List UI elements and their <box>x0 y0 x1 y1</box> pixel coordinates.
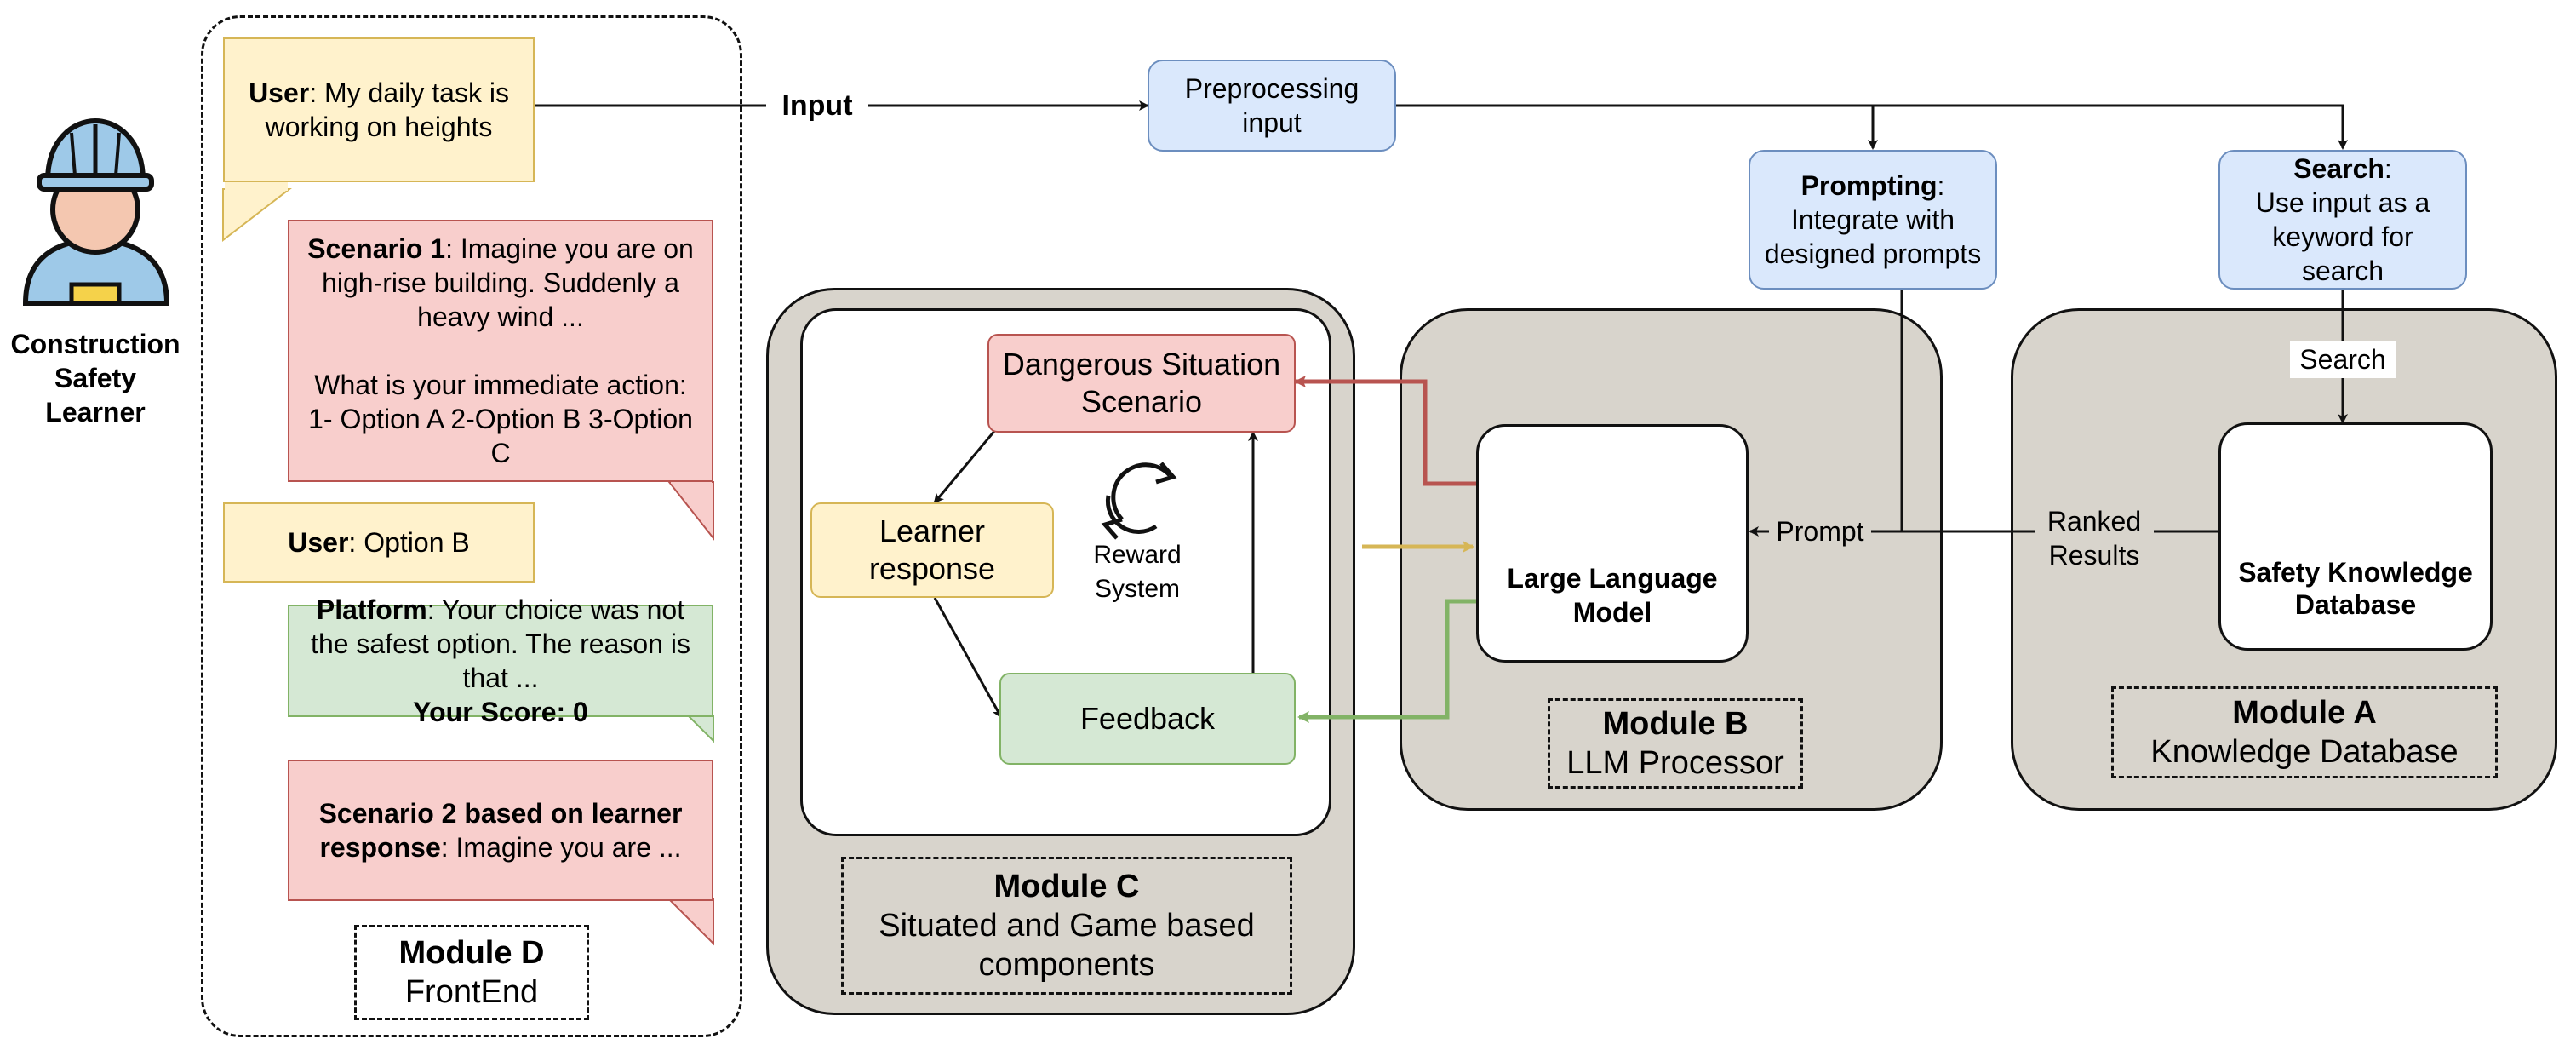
llm-node: Large Language Model <box>1476 424 1749 663</box>
reward-system-label: Reward System <box>1093 541 1182 603</box>
refresh-cycle-icon <box>1101 462 1177 540</box>
llm-label: Large Language Model <box>1507 563 1718 628</box>
bubble-tail-scenario-1 <box>667 481 714 541</box>
learner-to-feedback-arrow <box>933 597 1003 719</box>
module-c-subtitle: Situated and Game based components <box>879 908 1255 983</box>
search-title: Search <box>2293 153 2384 184</box>
module-a-subtitle: Knowledge Database <box>2150 734 2459 770</box>
chat-bubble-user-2: User: Option B <box>223 502 535 583</box>
learner-label-line2: Safety <box>54 363 137 393</box>
module-d-label: Module D FrontEnd <box>354 925 589 1020</box>
module-d-title: Module D <box>398 935 545 971</box>
search-node: Search: Use input as a keyword for searc… <box>2218 150 2467 290</box>
speaker-label: Scenario 2 based on learner response <box>318 798 683 863</box>
input-edge-label: Input <box>766 85 868 126</box>
module-a-label: Module A Knowledge Database <box>2111 686 2498 778</box>
chat-bubble-scenario-2: Scenario 2 based on learner response: Im… <box>288 760 713 901</box>
speaker-label: Platform <box>316 594 427 625</box>
bubble-tail-scenario-2 <box>667 898 714 946</box>
score-text: Your Score: 0 <box>413 697 588 727</box>
learner-label-line1: Construction <box>10 329 180 359</box>
message-text: : Imagine you are on high-rise building.… <box>322 233 694 332</box>
construction-worker-icon <box>22 118 170 306</box>
feedback-node: Feedback <box>999 673 1296 765</box>
ranked-results-edge-label: Ranked Results <box>2035 502 2154 574</box>
question-text: What is your immediate action: <box>314 370 687 400</box>
module-b-title: Module B <box>1602 706 1749 742</box>
chat-bubble-platform: Platform: Your choice was not the safest… <box>288 594 713 727</box>
module-c-title: Module C <box>993 869 1140 904</box>
speaker-label: User <box>249 77 310 108</box>
search-text: Use input as a keyword for search <box>2255 187 2430 286</box>
chat-bubble-user-1: User: My daily task is working on height… <box>223 37 535 182</box>
prompting-text: Integrate with designed prompts <box>1764 204 1982 269</box>
prompting-title: Prompting <box>1800 170 1938 201</box>
message-text: : Imagine you are ... <box>440 832 682 863</box>
knowledge-db-node: Safety Knowledge Database <box>2218 422 2493 651</box>
options-text: 1- Option A 2-Option B 3-Option C <box>308 404 693 468</box>
preprocess-to-prompting-arrow <box>1396 104 1878 150</box>
prompting-node: Prompting: Integrate with designed promp… <box>1749 150 1997 290</box>
module-b-label: Module B LLM Processor <box>1548 698 1803 789</box>
module-d-container <box>201 15 742 1037</box>
chat-bubble-scenario-1: Scenario 1: Imagine you are on high-rise… <box>288 220 713 482</box>
message-text: : My daily task is working on heights <box>265 77 509 142</box>
llm-to-scenario-arrow <box>1294 376 1476 486</box>
dangerous-scenario-node: Dangerous Situation Scenario <box>987 334 1296 433</box>
module-a-title: Module A <box>2232 695 2377 731</box>
llm-to-feedback-arrow <box>1297 599 1476 723</box>
knowledge-db-label: Safety Knowledge Database <box>2238 557 2473 620</box>
preprocess-to-search-arrow <box>1873 104 2348 150</box>
preprocessing-node: Preprocessing input <box>1148 60 1396 152</box>
prompt-edge-label: Prompt <box>1769 513 1871 550</box>
message-text: : Your choice was not the safest option.… <box>311 594 690 693</box>
learner-response-node: Learner response <box>810 502 1054 598</box>
speaker-label: User <box>288 527 349 558</box>
message-text: : Option B <box>348 527 470 558</box>
bubble-tail-platform <box>685 715 714 743</box>
module-d-subtitle: FrontEnd <box>404 974 539 1010</box>
bubble-tail-user-1 <box>222 188 292 243</box>
learner-label: Construction Safety Learner <box>0 327 191 429</box>
module-c-label: Module C Situated and Game based compone… <box>841 857 1292 995</box>
module-b-subtitle: LLM Processor <box>1566 745 1784 781</box>
speaker-label: Scenario 1 <box>307 233 446 264</box>
search-edge-label: Search <box>2290 341 2396 378</box>
learner-label-line3: Learner <box>45 397 146 428</box>
